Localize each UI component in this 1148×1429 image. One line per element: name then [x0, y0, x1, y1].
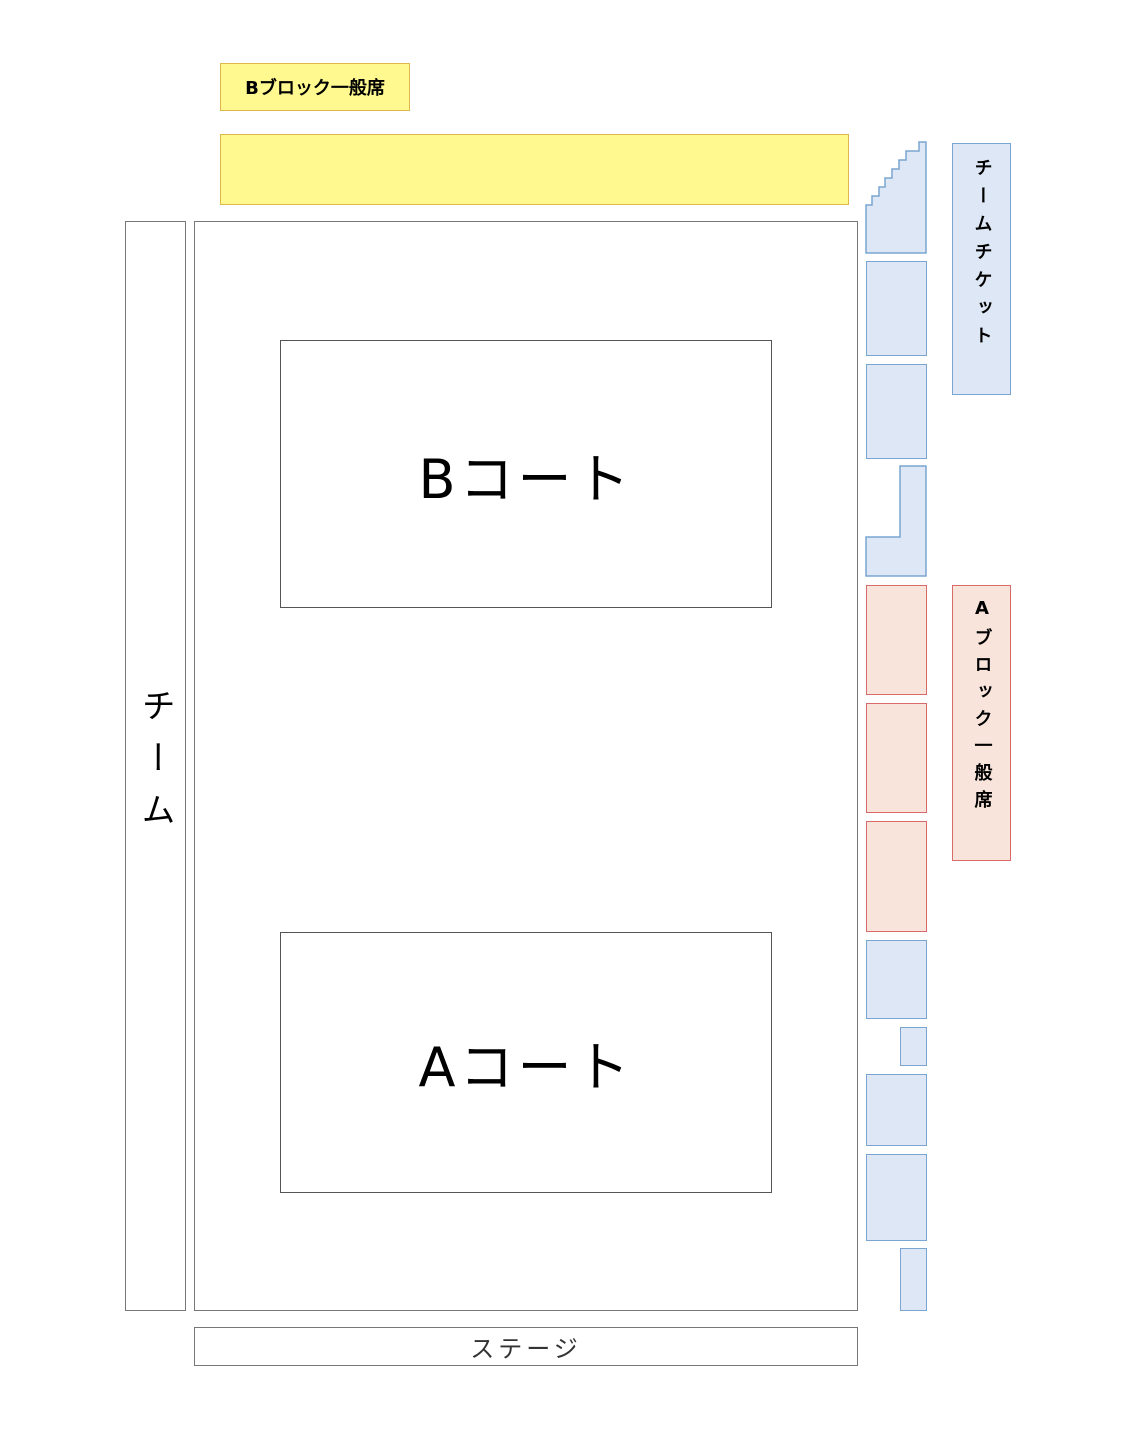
- court-a[interactable]: Aコート: [280, 932, 772, 1193]
- team-ticket-label: チームチケット: [971, 158, 993, 354]
- court-a-label: Aコート: [418, 1036, 634, 1099]
- team-ticket-seat-small-1[interactable]: [900, 1027, 927, 1066]
- a-block-general-seat-2[interactable]: [866, 703, 927, 813]
- team-ticket-seat-stairs[interactable]: [865, 141, 927, 254]
- team-ticket-seat-small-2[interactable]: [900, 1248, 927, 1311]
- a-block-general-seat-1[interactable]: [866, 585, 927, 695]
- team-ticket-seat-block-2[interactable]: [866, 364, 927, 459]
- a-block-general-seat-3[interactable]: [866, 821, 927, 932]
- court-b-label: Bコート: [418, 447, 634, 511]
- a-block-general-seat-label-box: Aブロック一般席: [952, 585, 1011, 861]
- b-block-general-seat-label: Bブロック一般席: [220, 63, 410, 111]
- a-block-general-seat-label: Aブロック一般席: [971, 598, 993, 817]
- b-block-general-seat-text: Bブロック一般席: [245, 78, 385, 99]
- team-ticket-seat-block-4[interactable]: [866, 1074, 927, 1146]
- court-b[interactable]: Bコート: [280, 340, 772, 608]
- stage[interactable]: ステージ: [194, 1327, 858, 1366]
- team-area[interactable]: チーム: [125, 221, 186, 1311]
- team-ticket-seat-block-3[interactable]: [866, 940, 927, 1019]
- team-ticket-label-box: チームチケット: [952, 143, 1011, 395]
- b-block-general-seat-area[interactable]: [220, 134, 849, 205]
- team-ticket-seat-l-block[interactable]: [865, 465, 927, 577]
- team-area-label: チーム: [135, 688, 175, 844]
- team-ticket-seat-block-5[interactable]: [866, 1154, 927, 1241]
- stage-label: ステージ: [470, 1335, 582, 1363]
- team-ticket-seat-block-1[interactable]: [866, 261, 927, 356]
